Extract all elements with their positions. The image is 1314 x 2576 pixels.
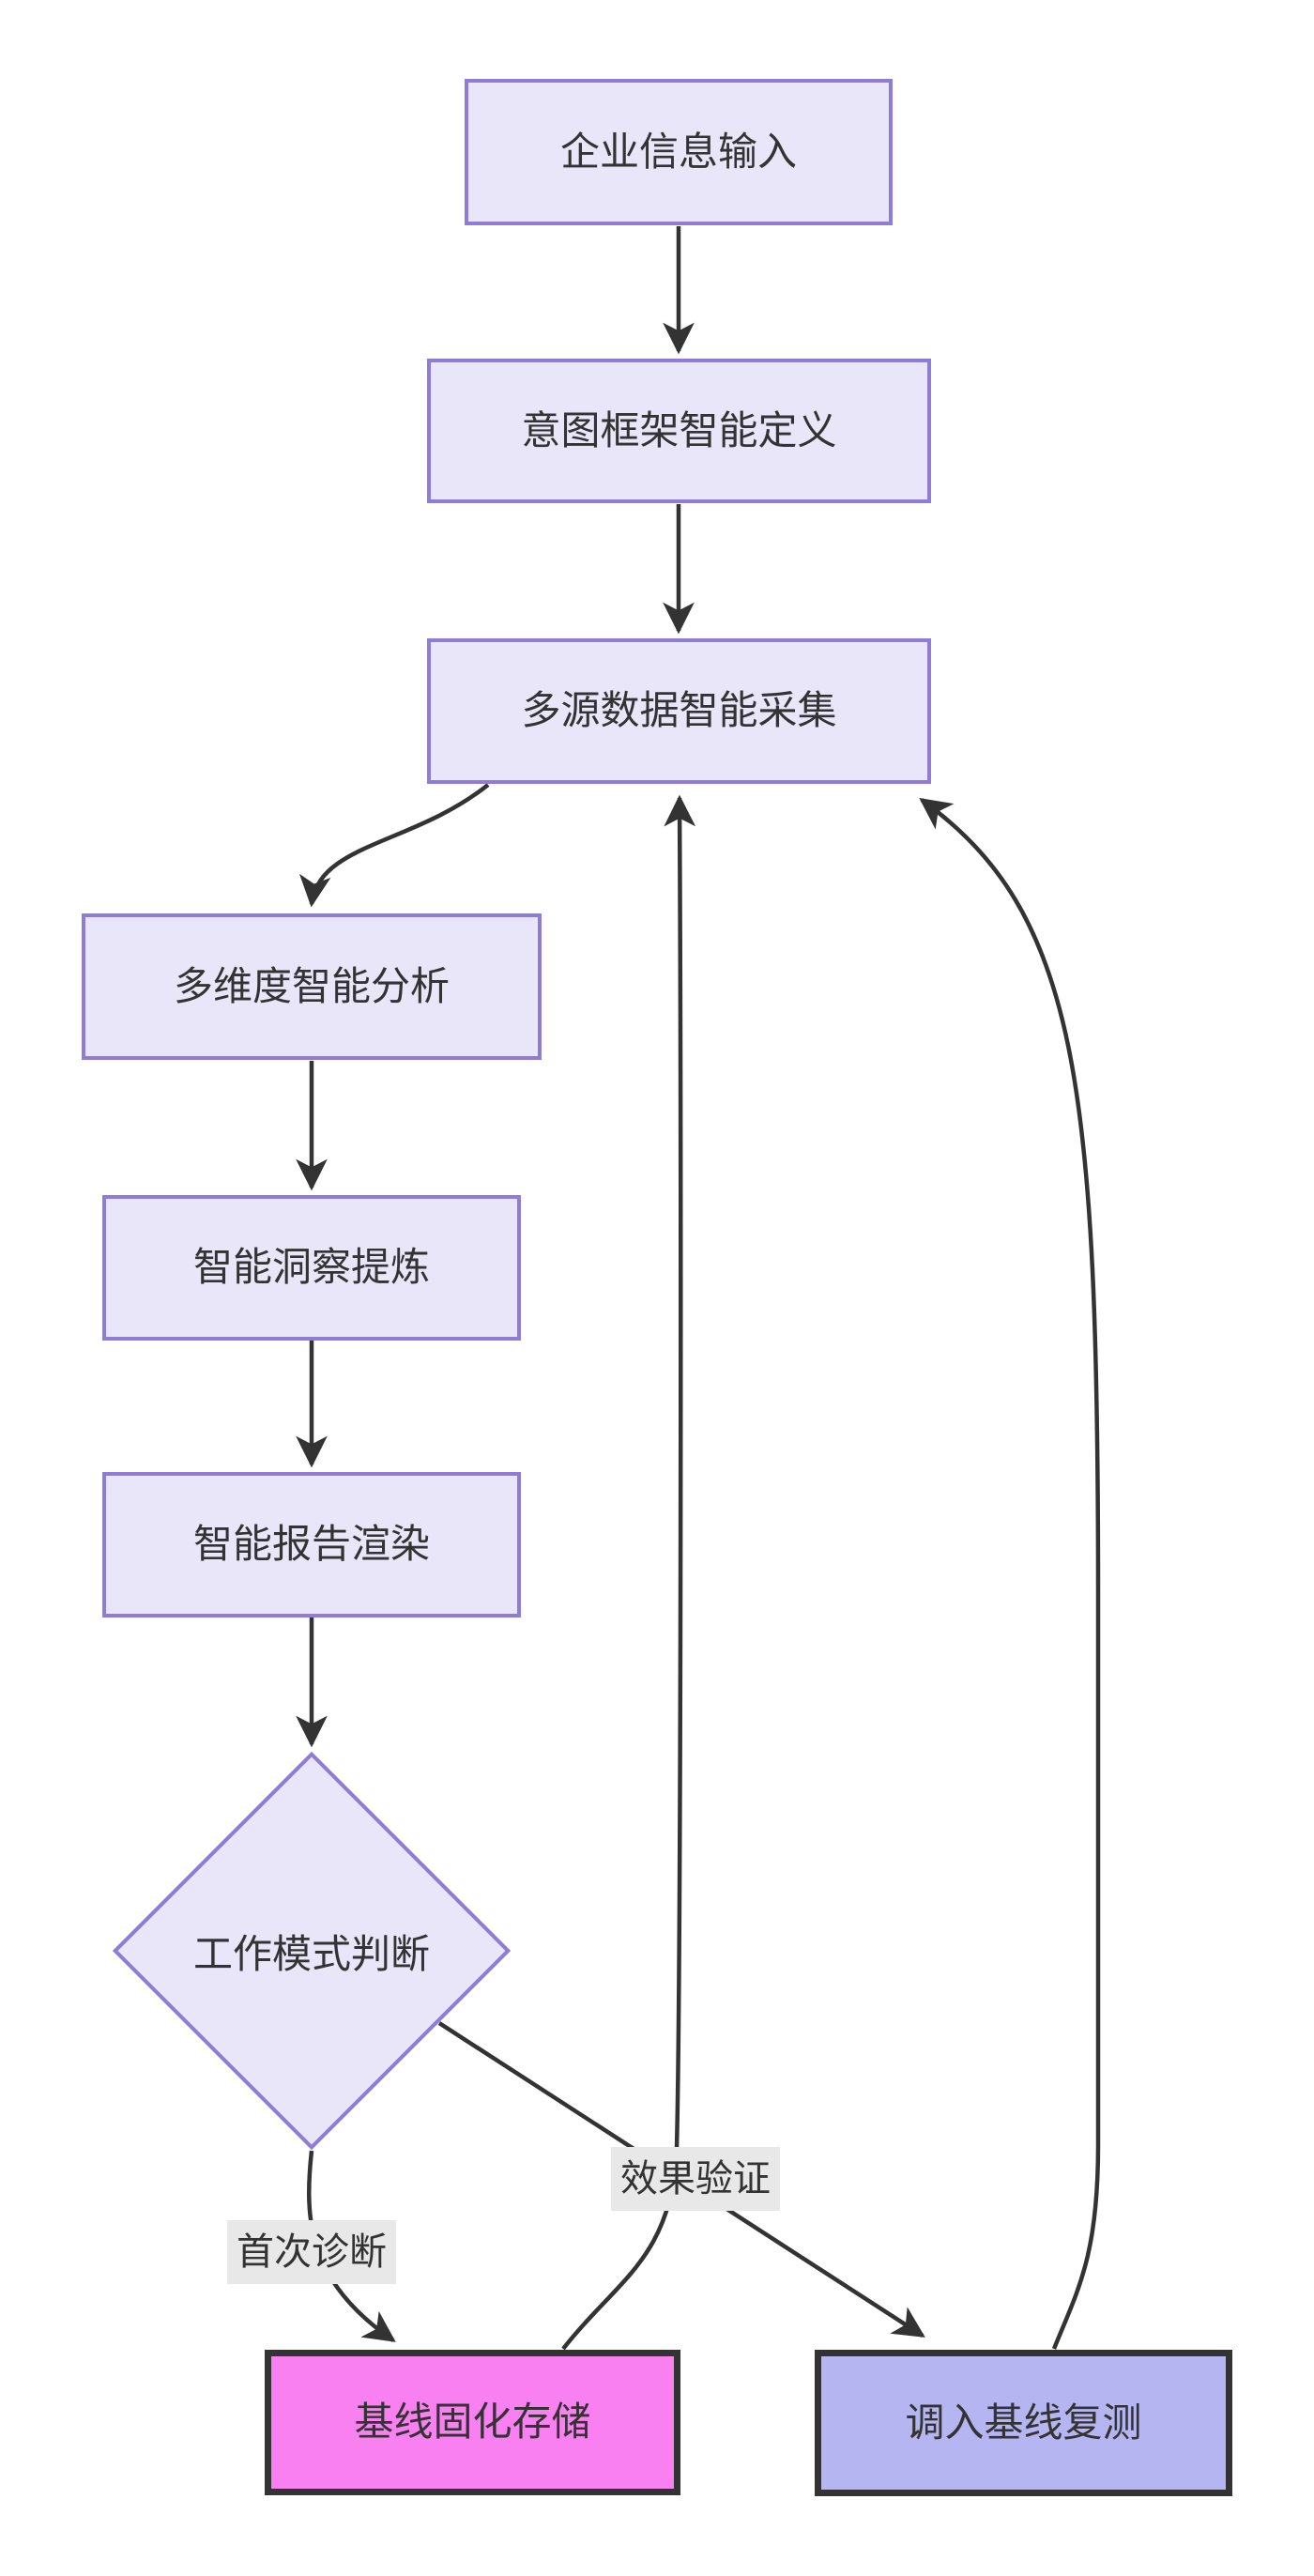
node-multidimensional-analysis: 多维度智能分析 — [82, 913, 542, 1060]
node-label: 调入基线复测 — [905, 2400, 1142, 2445]
node-label: 智能报告渲染 — [192, 1522, 430, 1567]
edge-label-first-diagnosis: 首次诊断 — [227, 2220, 396, 2284]
node-insight-refinement: 智能洞察提炼 — [102, 1195, 521, 1341]
node-label: 多源数据智能采集 — [521, 688, 837, 733]
node-label: 工作模式判断 — [192, 1931, 430, 1976]
node-report-rendering: 智能报告渲染 — [102, 1472, 521, 1618]
node-multisource-data-collection: 多源数据智能采集 — [427, 638, 931, 784]
node-label: 企业信息输入 — [559, 129, 797, 174]
edge-store-to-collection — [561, 794, 696, 2351]
node-label: 多维度智能分析 — [173, 963, 450, 1008]
edge-retest-to-collection — [919, 798, 1101, 2350]
node-baseline-solidify-store: 基线固化存储 — [265, 2350, 680, 2495]
node-label: 智能洞察提炼 — [192, 1245, 430, 1290]
edge-collection-to-analysis — [299, 783, 490, 908]
node-load-baseline-retest: 调入基线复测 — [815, 2350, 1232, 2496]
node-enterprise-info-input: 企业信息输入 — [465, 79, 893, 225]
edge-label-effect-verification: 效果验证 — [611, 2147, 780, 2211]
node-label: 基线固化存储 — [354, 2400, 591, 2445]
node-work-mode-decision: 工作模式判断 — [124, 1904, 499, 1998]
node-label: 意图框架智能定义 — [521, 407, 837, 452]
node-intent-framework-definition: 意图框架智能定义 — [427, 359, 931, 503]
